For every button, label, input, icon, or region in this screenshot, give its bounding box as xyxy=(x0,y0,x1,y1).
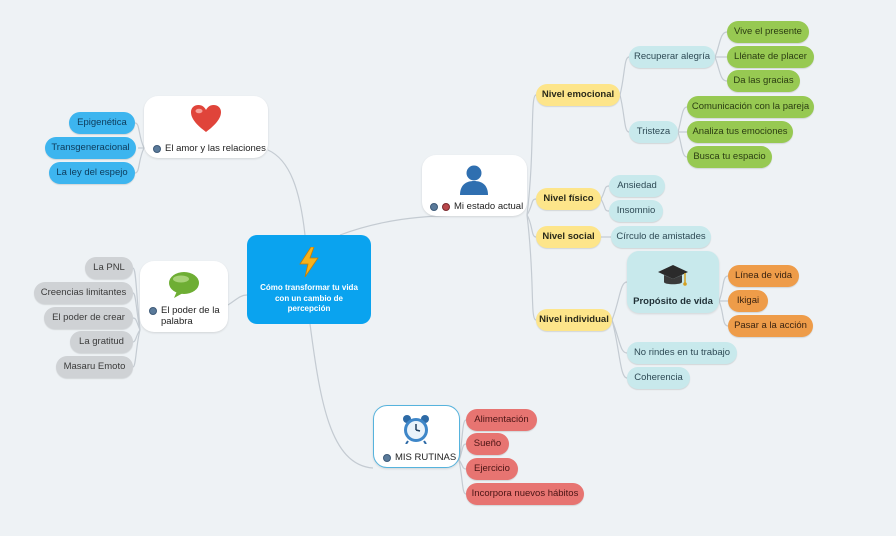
pasar-accion[interactable]: Pasar a la acción xyxy=(728,315,813,337)
rutinas-item-sueno[interactable]: Sueño xyxy=(466,433,509,455)
vive-presente[interactable]: Vive el presente xyxy=(727,21,809,43)
no-rindes-trabajo[interactable]: No rindes en tu trabajo xyxy=(627,342,737,364)
palabra-item-gratitud[interactable]: La gratitud xyxy=(70,331,133,353)
proposito-label: Propósito de vida xyxy=(633,296,713,307)
topic-amor-label: El amor y las relaciones xyxy=(165,143,266,154)
palabra-item-masaru[interactable]: Masaru Emoto xyxy=(56,356,133,378)
amor-item-transgeneracional[interactable]: Transgeneracional xyxy=(45,137,136,159)
proposito-de-vida[interactable]: Propósito de vida xyxy=(627,251,719,313)
busca-espacio[interactable]: Busca tu espacio xyxy=(687,146,772,168)
nivel-fisico[interactable]: Nivel físico xyxy=(536,188,601,210)
topic-palabra[interactable]: El poder de la palabra xyxy=(140,261,228,332)
palabra-item-poder-crear[interactable]: El poder de crear xyxy=(44,307,133,329)
topic-rutinas-label: MIS RUTINAS xyxy=(395,452,457,463)
llenate-placer[interactable]: Llénate de placer xyxy=(727,46,814,68)
nivel-individual[interactable]: Nivel individual xyxy=(536,309,612,331)
amor-item-ley-espejo[interactable]: La ley del espejo xyxy=(49,162,135,184)
analiza-emociones[interactable]: Analiza tus emociones xyxy=(687,121,793,143)
rutinas-item-ejercicio[interactable]: Ejercicio xyxy=(466,458,518,480)
palabra-item-pnl[interactable]: La PNL xyxy=(85,257,133,279)
person-icon xyxy=(460,165,488,195)
ikigai[interactable]: Ikigai xyxy=(728,290,768,312)
ansiedad[interactable]: Ansiedad xyxy=(609,175,665,197)
recuperar-alegria[interactable]: Recuperar alegría xyxy=(629,46,715,68)
tristeza[interactable]: Tristeza xyxy=(629,121,678,143)
rutinas-item-alimentacion[interactable]: Alimentación xyxy=(466,409,537,431)
topic-estado-label: Mi estado actual xyxy=(454,201,524,212)
heart-icon xyxy=(191,105,221,132)
topic-palabra-label: El poder de la palabra xyxy=(161,305,220,327)
palabra-item-creencias[interactable]: Creencias limitantes xyxy=(34,282,133,304)
attachment-icon xyxy=(442,203,450,211)
topic-amor[interactable]: El amor y las relaciones xyxy=(144,96,268,158)
da-gracias[interactable]: Da las gracias xyxy=(727,70,800,92)
speech-bubble-icon xyxy=(169,272,199,298)
nivel-social[interactable]: Nivel social xyxy=(536,226,601,248)
linea-de-vida[interactable]: Línea de vida xyxy=(728,265,799,287)
rutinas-item-habitos[interactable]: Incorpora nuevos hábitos xyxy=(466,483,584,505)
graduation-cap-icon xyxy=(658,265,688,286)
topic-estado-actual[interactable]: Mi estado actual xyxy=(422,155,527,216)
lightning-icon xyxy=(299,247,319,277)
coherencia[interactable]: Coherencia xyxy=(627,367,690,389)
circulo-amistades[interactable]: Círculo de amistades xyxy=(611,226,711,248)
note-icon xyxy=(153,145,161,153)
note-icon xyxy=(430,203,438,211)
central-topic-label: Cómo transformar tu vida con un cambio d… xyxy=(260,283,358,313)
comunicacion-pareja[interactable]: Comunicación con la pareja xyxy=(687,96,814,118)
note-icon xyxy=(149,307,157,315)
central-topic[interactable]: Cómo transformar tu vida con un cambio d… xyxy=(247,235,371,324)
amor-item-epigenetica[interactable]: Epigenética xyxy=(69,112,135,134)
note-icon xyxy=(383,454,391,462)
nivel-emocional[interactable]: Nivel emocional xyxy=(536,84,620,106)
insomnio[interactable]: Insomnio xyxy=(609,200,663,222)
alarm-clock-icon xyxy=(403,415,429,444)
topic-rutinas[interactable]: MIS RUTINAS xyxy=(373,405,460,468)
